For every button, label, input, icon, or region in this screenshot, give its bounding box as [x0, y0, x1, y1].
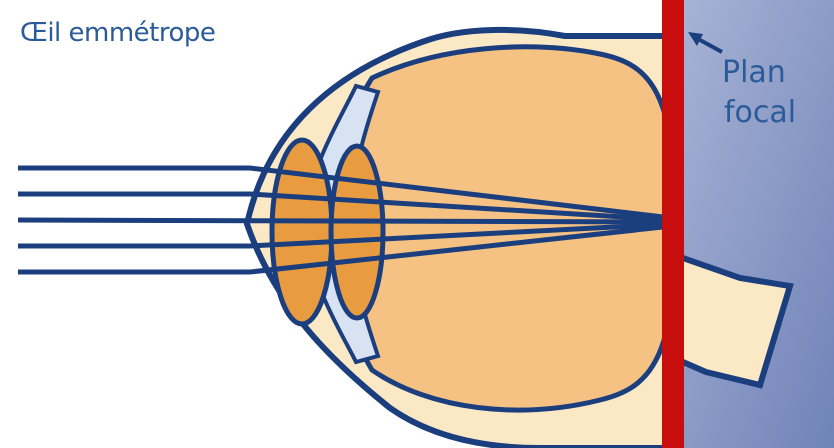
focal-plane-bar [662, 0, 684, 448]
lens-front [272, 140, 332, 324]
diagram-title: Œil emmétrope [20, 20, 215, 46]
lens-back [331, 146, 383, 318]
light-ray [18, 220, 672, 222]
focal-plane-label-line1: Plan [722, 58, 786, 88]
focal-plane-label-line2: focal [724, 98, 796, 128]
